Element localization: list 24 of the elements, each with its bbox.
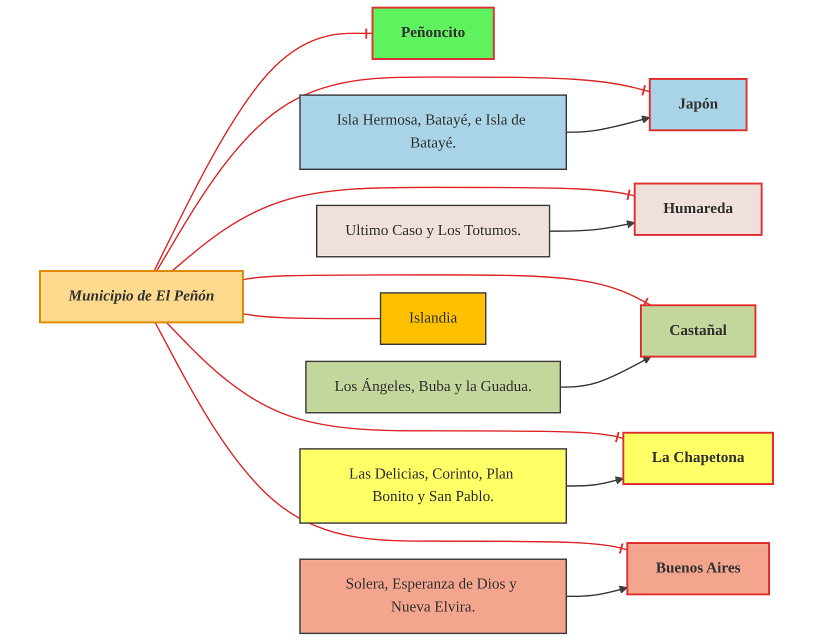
arrow [566, 115, 650, 133]
arrow [566, 476, 624, 487]
node-box: Castañal [640, 304, 756, 358]
node-box: Isla Hermosa, Batayé, e Isla de Batayé. [299, 94, 567, 170]
node-box: Municipio de El Peñón [39, 270, 244, 324]
connector [166, 322, 624, 444]
connector [242, 313, 380, 320]
node-box: Humareda [634, 182, 763, 236]
connector [154, 322, 628, 554]
node-box: Buenos Aires [626, 542, 770, 596]
node-box: La Chapetona [622, 432, 774, 486]
connector [156, 76, 650, 272]
connector [172, 186, 635, 272]
arrow [566, 586, 628, 598]
node-box: Solera, Esperanza de Dios y Nueva Elvira. [299, 558, 567, 634]
connector [154, 27, 372, 272]
node-box: Islandia [380, 292, 486, 345]
arrow [550, 220, 636, 232]
node-box: Peñoncito [372, 6, 495, 60]
node-box: Ultimo Caso y Los Totumos. [316, 204, 550, 258]
node-box: Las Delicias, Corinto, Plan Bonito y San Pablo. [299, 448, 567, 524]
node-box: Los Ángeles, Buba y la Guadua. [305, 360, 562, 414]
node-box: Japón [648, 78, 748, 132]
arrow [560, 356, 652, 388]
